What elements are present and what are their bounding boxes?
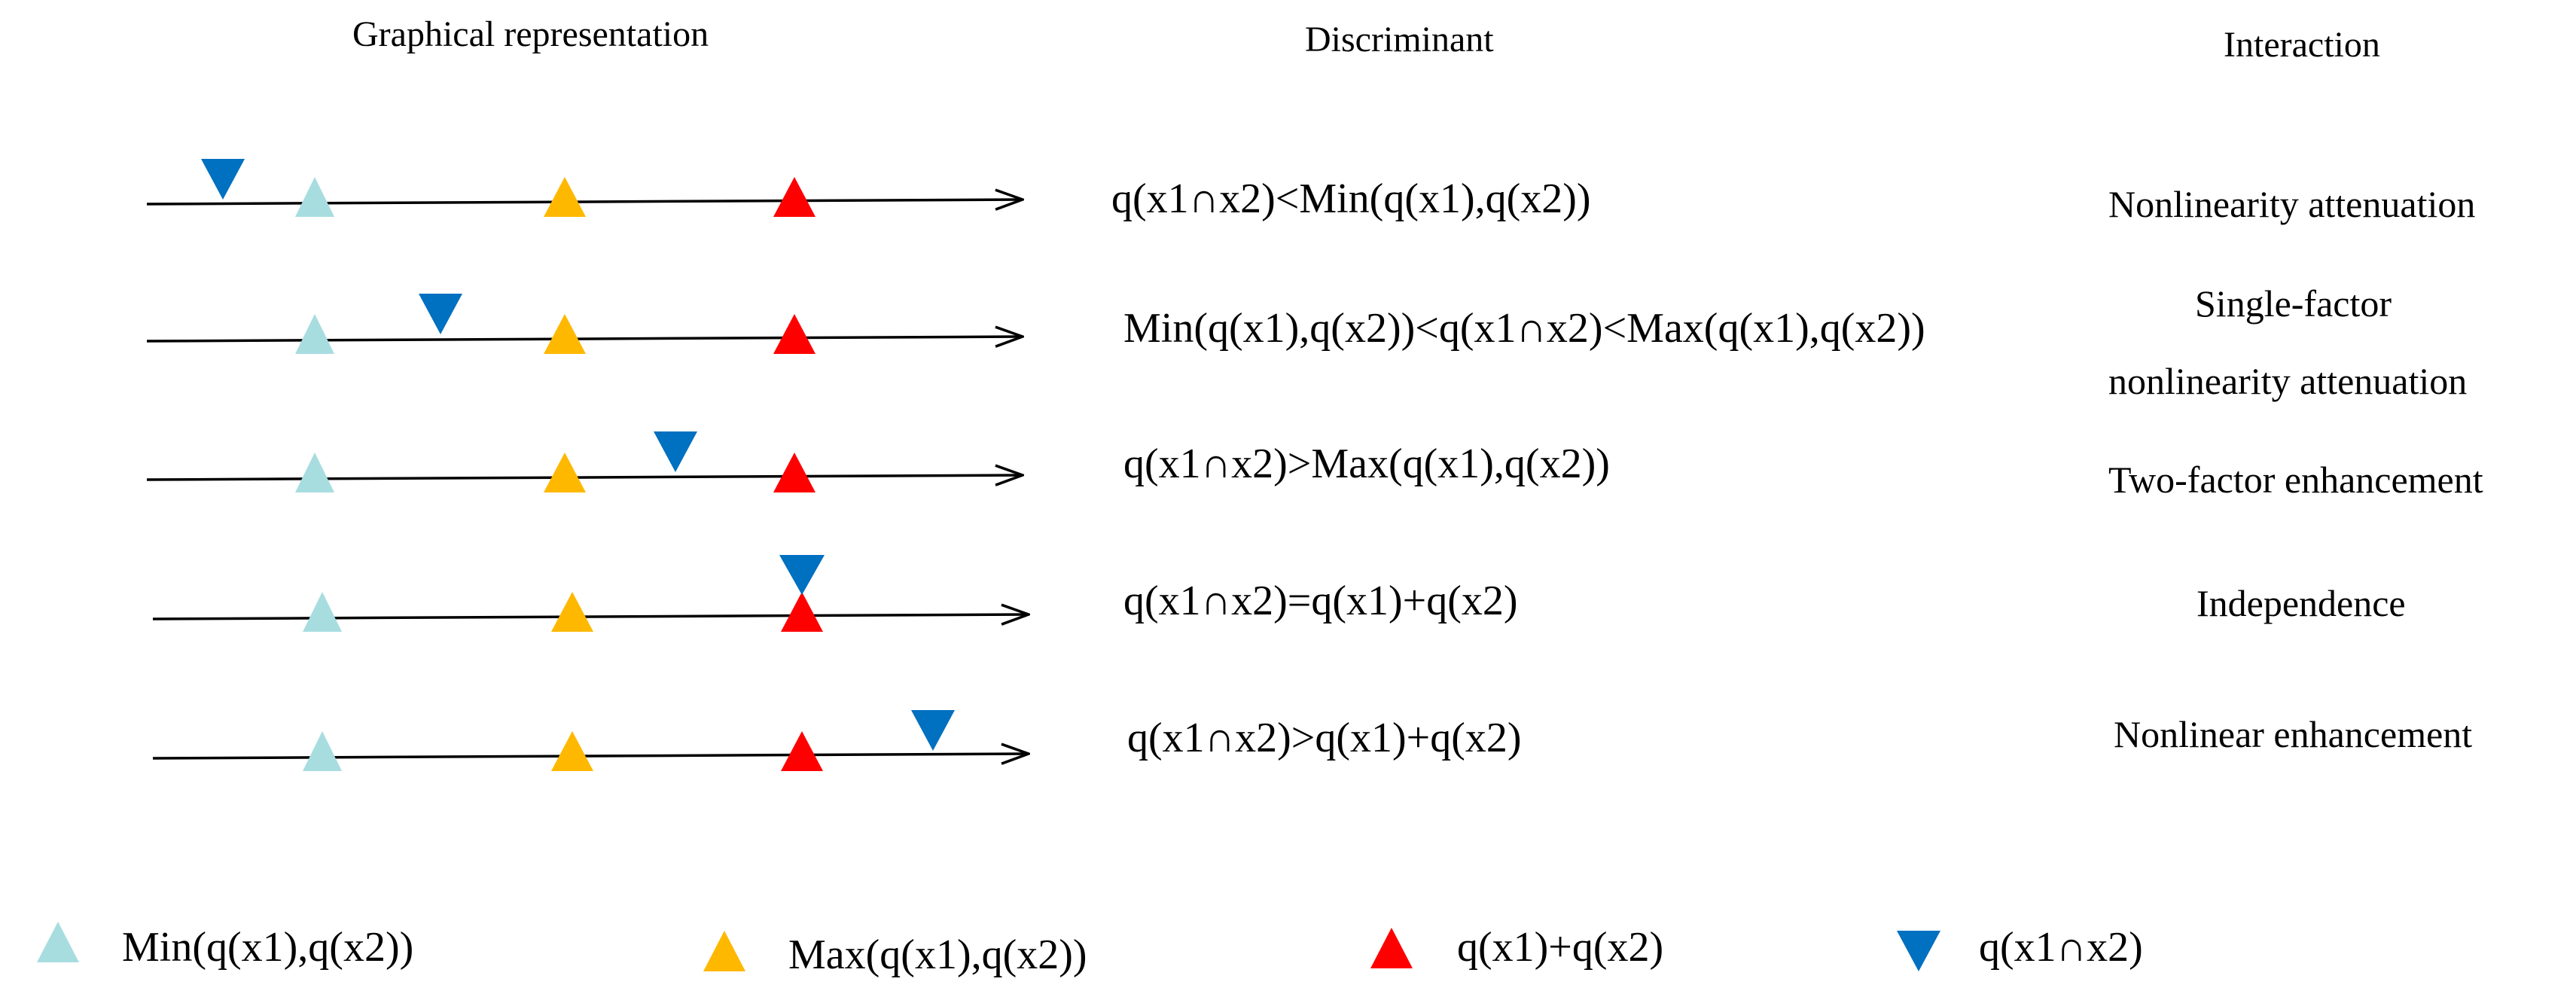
interaction-row-4: Independence <box>2196 582 2406 624</box>
number-line-row-5 <box>152 710 1029 771</box>
number-line-row-1 <box>146 159 1023 217</box>
discriminant-row-5: q(x1∩x2)>q(x1)+q(x2) <box>1127 715 1522 761</box>
legend-sum-triangle-icon <box>1370 928 1413 968</box>
discriminant-row-2: Min(q(x1),q(x2))<q(x1∩x2)<Max(q(x1),q(x2… <box>1123 305 1925 352</box>
interaction-row-5: Nonlinear enhancement <box>2114 713 2473 755</box>
interaction-marker-icon <box>201 159 245 200</box>
sum-marker-icon <box>773 453 815 492</box>
axis-arrow <box>146 475 1023 480</box>
number-line-row-4 <box>152 555 1029 632</box>
min-marker-icon <box>295 314 334 354</box>
max-marker-icon <box>544 453 586 492</box>
header-interaction: Interaction <box>2224 25 2380 65</box>
interaction-row-2-line-2: nonlinearity attenuation <box>2108 360 2468 402</box>
interaction-row-3: Two-factor enhancement <box>2108 459 2483 501</box>
axis-arrow <box>146 200 1023 204</box>
header-discriminant: Discriminant <box>1305 20 1494 59</box>
sum-marker-icon <box>773 177 815 217</box>
interaction-marker-icon <box>654 431 697 472</box>
axis-arrow <box>146 337 1023 341</box>
number-line-row-2 <box>146 294 1023 354</box>
legend-max-triangle-icon <box>703 931 745 971</box>
header-graphical-representation: Graphical representation <box>352 14 709 54</box>
max-marker-icon <box>551 731 593 771</box>
axis-arrow <box>152 614 1029 619</box>
legend-interaction-triangle-icon <box>1897 931 1940 971</box>
sum-marker-icon <box>781 731 823 771</box>
interaction-marker-icon <box>419 294 462 334</box>
discriminant-row-3: q(x1∩x2)>Max(q(x1),q(x2)) <box>1123 441 1610 487</box>
legend-label-max: Max(q(x1),q(x2)) <box>788 931 1087 978</box>
sum-marker-icon <box>773 314 815 354</box>
legend-min-triangle-icon <box>37 922 79 962</box>
max-marker-icon <box>551 592 593 632</box>
max-marker-icon <box>544 177 586 217</box>
discriminant-row-1: q(x1∩x2)<Min(q(x1),q(x2)) <box>1111 175 1591 222</box>
max-marker-icon <box>544 314 586 354</box>
interaction-marker-icon <box>779 555 825 595</box>
min-marker-icon <box>303 592 342 632</box>
legend-label-interaction: q(x1∩x2) <box>1979 924 2143 971</box>
sum-marker-icon <box>781 592 823 632</box>
min-marker-icon <box>295 177 334 217</box>
discriminant-row-4: q(x1∩x2)=q(x1)+q(x2) <box>1123 578 1518 624</box>
interaction-row-2-line-1: Single-factor <box>2195 282 2392 325</box>
min-marker-icon <box>295 453 334 492</box>
interaction-row-1: Nonlinearity attenuation <box>2108 183 2476 225</box>
interaction-marker-icon <box>911 710 955 751</box>
number-line-row-3 <box>146 431 1023 492</box>
axis-arrow <box>152 754 1029 758</box>
legend-label-min: Min(q(x1),q(x2)) <box>122 924 414 971</box>
min-marker-icon <box>303 731 342 771</box>
legend-label-sum: q(x1)+q(x2) <box>1457 924 1664 971</box>
